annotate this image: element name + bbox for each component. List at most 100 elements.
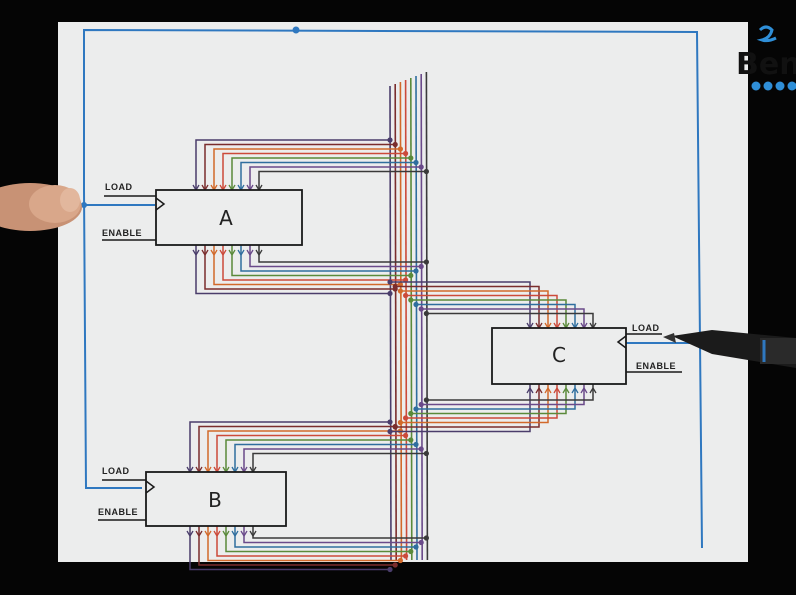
- register-b-load-label: LOAD: [102, 466, 130, 476]
- input-wire: [216, 434, 406, 472]
- junction-dot: [81, 202, 87, 208]
- junction-dot: [403, 415, 409, 421]
- junction-dot: [387, 428, 393, 435]
- junction-dot: [397, 288, 403, 294]
- bus-line: [404, 79, 408, 561]
- register-b-wires: [186, 419, 429, 573]
- output-wire: [421, 384, 585, 406]
- junction-dot: [397, 146, 403, 152]
- junction-dot: [408, 272, 414, 279]
- bus-line: [415, 75, 418, 561]
- bus-line: [394, 83, 397, 561]
- arrow-icon: [240, 530, 248, 538]
- arrow-icon: [231, 530, 239, 538]
- bus-line: [410, 77, 413, 561]
- junction-dot: [413, 159, 419, 166]
- register-a: A LOAD ENABLE: [102, 182, 303, 246]
- arrow-icon: [562, 386, 570, 394]
- logo-dots: [751, 81, 796, 91]
- bus-line: [399, 81, 403, 561]
- output-wire: [189, 526, 390, 571]
- output-wire: [426, 384, 594, 401]
- junction-dot: [418, 164, 424, 170]
- junction-dot: [418, 446, 424, 452]
- logo-text: Ben: [736, 47, 796, 82]
- output-wire: [213, 245, 401, 286]
- register-c-wires: [387, 279, 597, 435]
- junction-dot: [418, 539, 424, 546]
- input-wire: [252, 452, 427, 472]
- junction-dot: [423, 535, 429, 541]
- logo-dot: [763, 81, 773, 91]
- junction-dot: [387, 566, 393, 573]
- bus-line: [420, 73, 423, 561]
- register-c: C LOAD ENABLE: [491, 323, 682, 385]
- junction-dot: [413, 406, 419, 412]
- junction-dot: [387, 137, 393, 143]
- input-wire: [207, 430, 401, 472]
- junction-dot: [392, 283, 398, 290]
- output-wire: [400, 384, 549, 424]
- arrow-icon: [210, 249, 218, 257]
- arrow-icon: [544, 386, 552, 394]
- output-wire: [410, 384, 567, 415]
- arrow-icon: [526, 386, 534, 394]
- clock-input-icon: [145, 480, 156, 494]
- junction-dot: [292, 26, 300, 34]
- junction-dot: [413, 441, 419, 448]
- input-wire: [421, 308, 585, 328]
- register-a-box: [155, 189, 303, 246]
- arrow-icon: [580, 386, 588, 394]
- junction-dot: [387, 290, 393, 297]
- junction-dot: [392, 141, 398, 148]
- input-wire: [416, 303, 576, 328]
- register-b-box: [145, 471, 287, 527]
- junction-dot: [392, 424, 398, 430]
- junction-dot: [423, 168, 429, 175]
- junction-dot: [387, 419, 393, 425]
- register-c-enable-label: ENABLE: [636, 361, 676, 371]
- clock-input-icon: [616, 335, 627, 349]
- input-wire: [249, 166, 422, 190]
- logo-dot: [775, 81, 785, 91]
- input-wire: [231, 157, 411, 190]
- output-wire: [243, 526, 422, 544]
- arrow-icon: [246, 249, 254, 257]
- input-wire: [426, 312, 594, 328]
- register-a-wires: [192, 137, 429, 297]
- arrow-icon: [204, 530, 212, 538]
- input-wire: [195, 139, 390, 190]
- arrow-icon: [589, 386, 597, 394]
- logo-dot: [751, 81, 761, 91]
- input-wire: [189, 421, 390, 472]
- junction-dot: [403, 553, 409, 559]
- input-wire: [198, 425, 396, 472]
- junction-dot: [403, 292, 409, 299]
- junction-dot: [413, 268, 419, 274]
- output-wire: [198, 526, 396, 566]
- arrow-icon: [222, 530, 230, 538]
- input-wire: [240, 161, 416, 190]
- output-wire: [225, 526, 411, 553]
- arrow-icon: [195, 530, 203, 538]
- input-wire: [204, 143, 396, 190]
- junction-dot: [418, 401, 424, 408]
- register-b-name: B: [208, 488, 222, 512]
- arrow-icon: [535, 386, 543, 394]
- channel-logo: Ben: [736, 25, 796, 91]
- arrow-icon: [219, 249, 227, 257]
- junction-dot: [403, 432, 409, 439]
- input-wire: [410, 299, 567, 328]
- junction-dot: [397, 557, 403, 564]
- output-wire: [416, 384, 576, 410]
- junction-dot: [408, 155, 414, 161]
- output-wire: [405, 384, 558, 419]
- logo-dot: [787, 81, 796, 91]
- junction-dot: [418, 263, 424, 270]
- junction-dot: [418, 306, 424, 312]
- output-wire: [258, 245, 427, 263]
- register-a-enable-label: ENABLE: [102, 228, 142, 238]
- arrow-icon: [571, 386, 579, 394]
- arrow-icon: [255, 249, 263, 257]
